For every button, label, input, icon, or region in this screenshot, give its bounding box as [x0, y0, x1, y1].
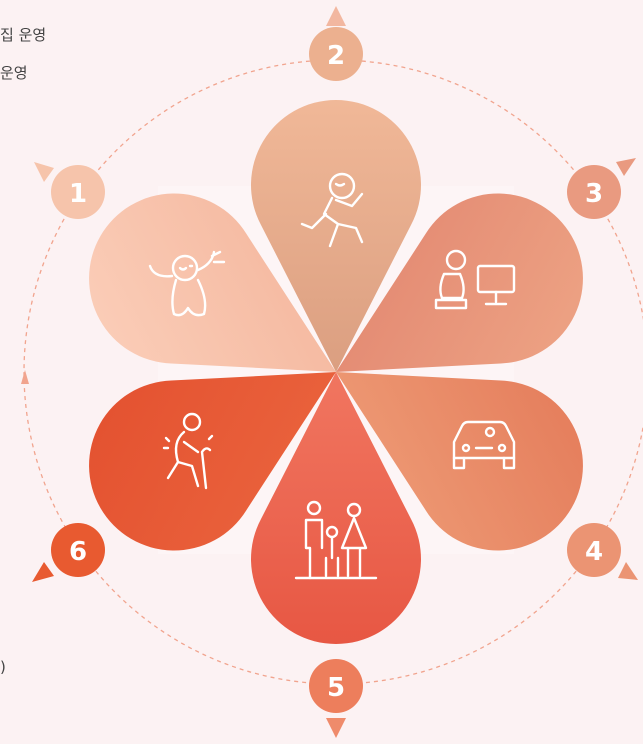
- baby-icon: [148, 250, 226, 317]
- stage-badge-4: 4: [567, 523, 621, 577]
- arrow-down-icon: [326, 718, 346, 738]
- svg-text:2: 2: [327, 41, 345, 71]
- petal-1: [89, 193, 336, 372]
- edge-text-bottom: ): [0, 658, 6, 676]
- edge-text-top-2: 운영: [0, 64, 28, 82]
- svg-text:3: 3: [585, 179, 603, 209]
- arrow-badge-6-icon: [32, 562, 54, 582]
- stage-badge-1: 1: [51, 165, 105, 219]
- petal-6: [89, 372, 336, 551]
- petal-5: [251, 372, 421, 644]
- stage-badge-3: 3: [567, 165, 621, 219]
- svg-text:6: 6: [69, 537, 87, 567]
- arrow-badge-4-icon: [618, 562, 638, 580]
- arrow-left-icon: [21, 370, 29, 384]
- arrow-up-icon: [326, 6, 346, 26]
- stage-badge-6: 6: [51, 523, 105, 577]
- car-icon: [452, 420, 516, 470]
- svg-text:5: 5: [327, 673, 345, 703]
- family-icon: [294, 500, 378, 580]
- arrow-badge-1-icon: [34, 162, 54, 182]
- petal-3: [336, 193, 583, 372]
- stage-badge-2: 2: [309, 27, 363, 81]
- edge-text-top-1: 집 운영: [0, 26, 47, 44]
- petal-4: [336, 372, 583, 551]
- stage-badge-5: 5: [309, 659, 363, 713]
- svg-text:4: 4: [585, 537, 603, 567]
- office-worker-icon: [434, 249, 516, 310]
- elderly-with-cane-icon: [162, 412, 214, 490]
- running-child-icon: [300, 172, 364, 248]
- svg-text:1: 1: [69, 179, 87, 209]
- petal-2: [251, 100, 421, 372]
- arrow-badge-3-icon: [616, 158, 636, 176]
